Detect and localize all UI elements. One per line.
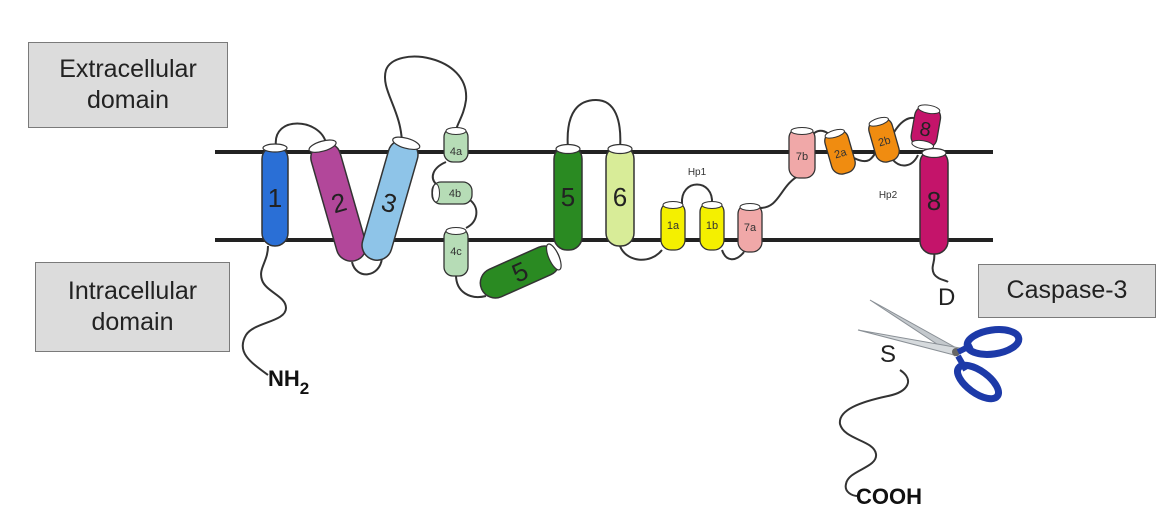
extracellular-line1: Extracellular (59, 54, 197, 83)
intracellular-domain-label: Intracellular domain (35, 262, 230, 352)
helix-2b-label: 2b (877, 134, 892, 149)
helix-1-label: 1 (268, 183, 282, 213)
helix-8-top: 8 (910, 104, 942, 150)
helix-1a-label: 1a (667, 220, 680, 232)
helix-5: 5 (553, 143, 583, 251)
intracellular-line1: Intracellular (67, 276, 198, 305)
helix-2a: 2a (824, 128, 856, 175)
helix-1b: 1b (699, 201, 725, 251)
n-terminal-tail (241, 245, 288, 376)
helix-4b: 4b (431, 181, 473, 205)
residue-d-label: D (938, 284, 955, 311)
helix-1a: 1a (660, 201, 686, 251)
caspase-3-text: Caspase-3 (1006, 276, 1128, 305)
c-terminal-tail (838, 369, 910, 497)
hp2-label: Hp2 (879, 190, 898, 201)
extracellular-line2: domain (87, 86, 169, 114)
helix-3: 3 (361, 136, 421, 261)
helix-7b: 7b (788, 127, 816, 179)
helix-8: 8 (919, 147, 949, 255)
residue-s-label: S (880, 341, 896, 368)
helix-7b-label: 7b (796, 151, 808, 163)
helix-2: 2 (308, 139, 367, 262)
helix-6-label: 6 (613, 182, 627, 212)
helix-8-top-label: 8 (918, 118, 933, 142)
scissors-icon (857, 299, 1023, 403)
caspase-3-label: Caspase-3 (978, 264, 1156, 318)
helix-4c: 4c (443, 227, 469, 277)
helix-5-label: 5 (561, 182, 575, 212)
helix-6: 6 (605, 143, 635, 247)
extracellular-domain-label: Extracellular domain (28, 42, 228, 128)
helix-5-intracellular: 5 (479, 243, 562, 299)
n-terminus-label: NH2 (268, 366, 309, 398)
helix-4a-label: 4a (450, 146, 463, 158)
helix-2a-label: 2a (833, 146, 849, 161)
helix-8-label: 8 (927, 186, 941, 216)
intracellular-line2: domain (91, 308, 174, 336)
helix-7a-label: 7a (744, 222, 757, 234)
helix-2b: 2b (868, 116, 900, 163)
helix-1b-label: 1b (706, 220, 718, 232)
c-terminus-label: COOH (856, 484, 922, 509)
c-linker-to-d (931, 251, 949, 283)
helix-4b-label: 4b (449, 188, 461, 200)
helix-7a: 7a (737, 203, 763, 253)
helix-4c-label: 4c (450, 246, 462, 258)
helix-1: 1 (261, 143, 289, 247)
helix-4a: 4a (443, 127, 469, 163)
hp1-label: Hp1 (688, 167, 707, 178)
connecting-loops (274, 55, 919, 298)
